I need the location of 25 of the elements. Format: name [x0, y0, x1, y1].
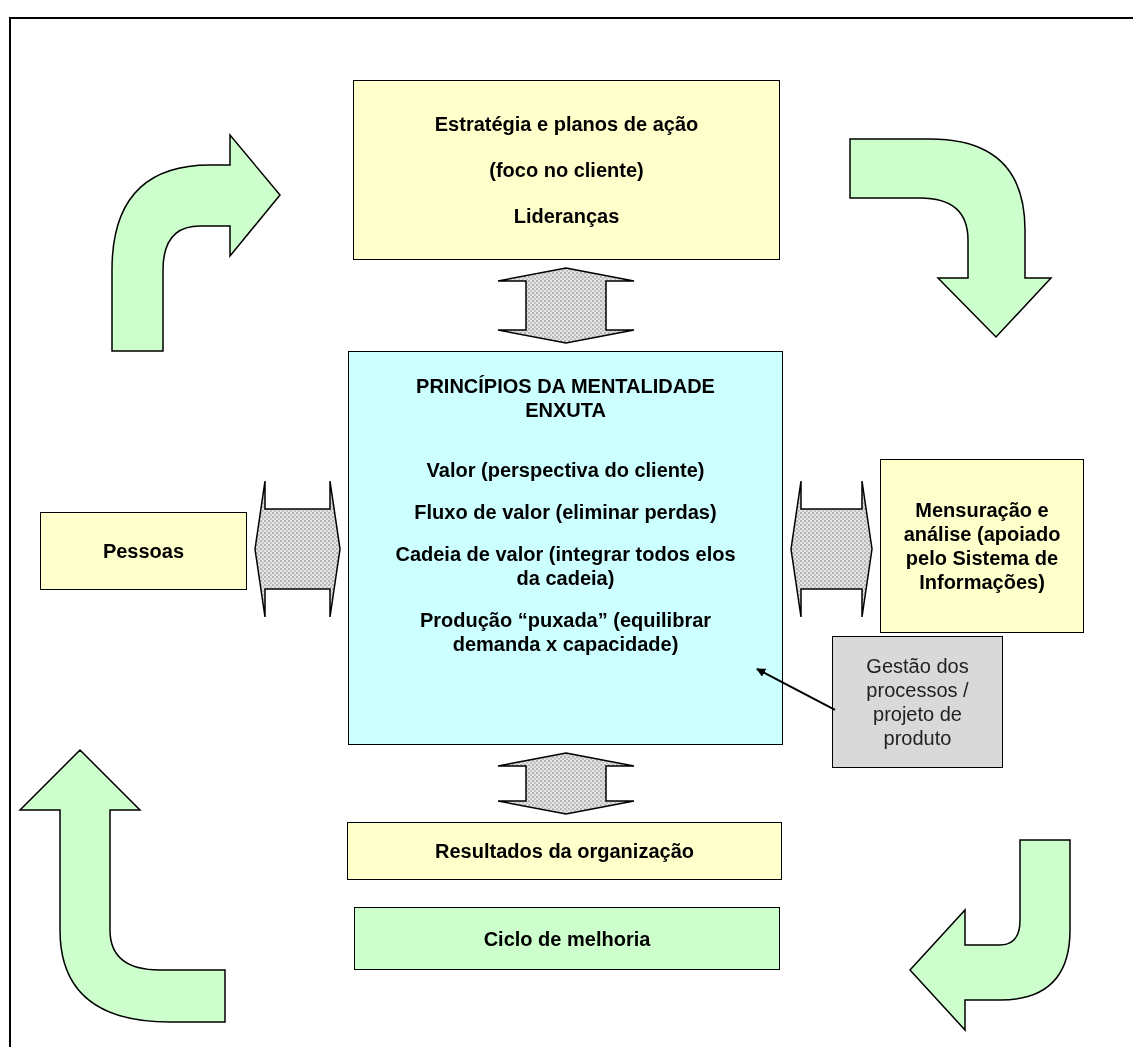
box-text: Ciclo de melhoria: [483, 926, 651, 951]
double-block-arrow: [790, 480, 873, 618]
box-text: Estratégia e planos de ação: [434, 112, 699, 136]
box-text: Pessoas: [102, 539, 185, 563]
leader-arrow: [756, 668, 836, 711]
double-block-arrow: [497, 267, 635, 344]
box-text: Resultados da organização: [435, 839, 694, 863]
box-text: Cadeia de valor (integrar todos elos da cadeia): [394, 542, 737, 590]
box-text: (foco no cliente): [489, 158, 644, 182]
double-block-arrow: [497, 752, 635, 815]
double-block-arrow: [254, 480, 341, 618]
results-box: [347, 822, 782, 880]
process-note-box: [832, 636, 1003, 768]
strategy-box: [353, 80, 780, 260]
people-box: [40, 512, 247, 590]
box-heading: PRINCÍPIOS DA MENTALIDADE ENXUTA: [415, 374, 716, 422]
improvement-cycle-box: [354, 907, 780, 970]
box-text: Fluxo de valor (eliminar perdas): [414, 500, 717, 524]
box-text: Mensuração e análise (apoiado pelo Sistema de Informações): [903, 498, 1061, 594]
box-text: Lideranças: [513, 204, 620, 228]
box-text: Valor (perspectiva do cliente): [426, 458, 705, 482]
box-text: Gestão dos processos / projeto de produto: [865, 654, 970, 750]
box-text: Produção “puxada” (equilibrar demanda x capacidade): [418, 608, 713, 656]
measurement-box: [880, 459, 1084, 633]
principles-box: [348, 351, 783, 745]
